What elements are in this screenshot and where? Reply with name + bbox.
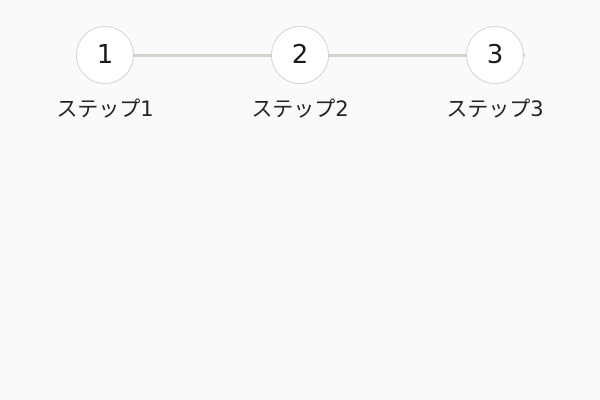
step-label-3: ステップ3 <box>446 97 544 121</box>
step-circle-1[interactable]: 1 <box>76 26 134 84</box>
stepper-track: 1 ステップ1 2 ステップ2 3 ステップ3 <box>45 26 555 121</box>
step-label-1: ステップ1 <box>56 97 154 121</box>
step-number-2: 2 <box>291 40 309 70</box>
step-circle-3[interactable]: 3 <box>466 26 524 84</box>
step-connector-2-3 <box>328 54 525 57</box>
step-item-3[interactable]: 3 ステップ3 <box>435 26 555 121</box>
step-connector-1-2 <box>133 54 330 57</box>
step-item-1[interactable]: 1 ステップ1 <box>45 26 165 121</box>
step-circle-2[interactable]: 2 <box>271 26 329 84</box>
step-item-2[interactable]: 2 ステップ2 <box>240 26 360 121</box>
step-label-2: ステップ2 <box>251 97 349 121</box>
step-number-3: 3 <box>486 40 504 70</box>
step-number-1: 1 <box>96 40 114 70</box>
